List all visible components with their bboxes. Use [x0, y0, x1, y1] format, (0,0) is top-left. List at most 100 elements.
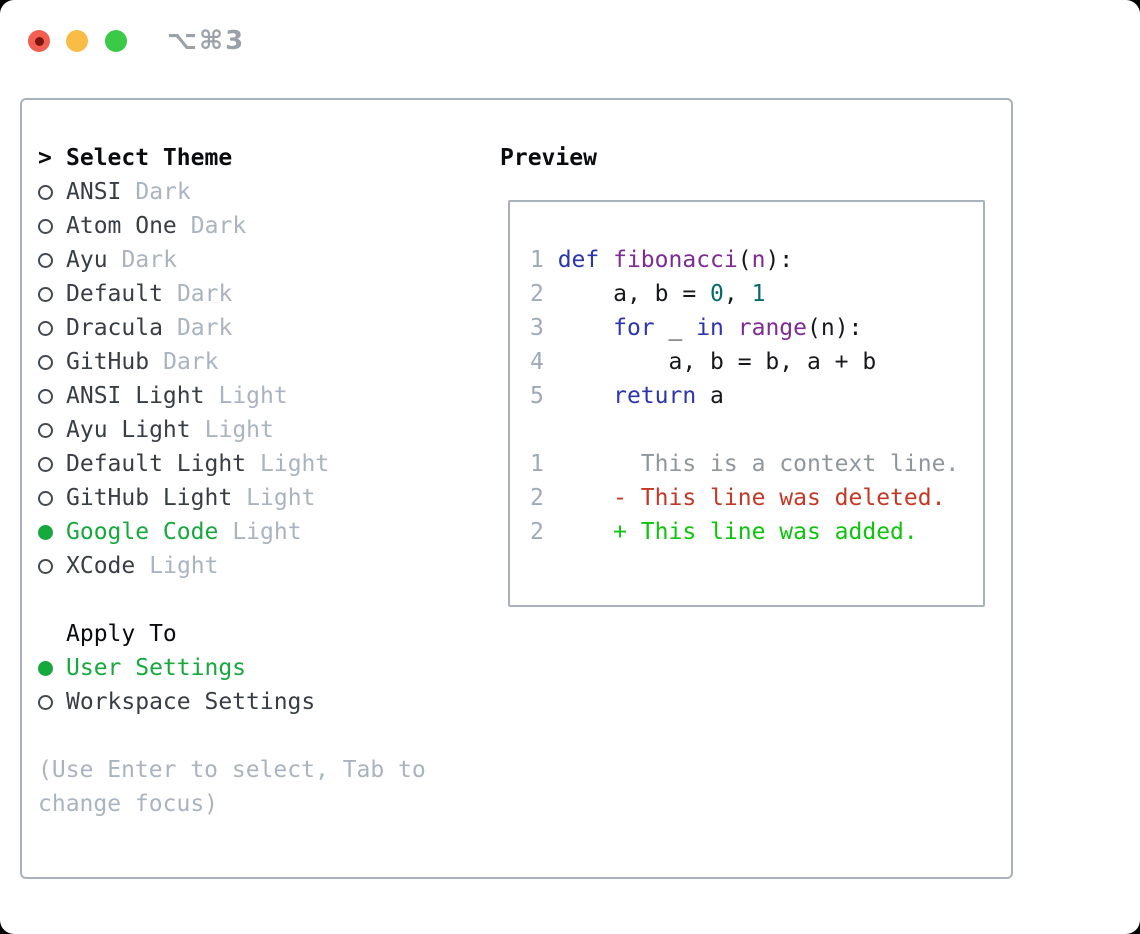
radio-icon — [38, 388, 66, 404]
radio-icon — [38, 456, 66, 472]
option-variant-label: Light — [218, 383, 288, 409]
select-theme-title: Select Theme — [66, 145, 233, 171]
code-segment-number: 1 — [751, 281, 766, 307]
code-segment-keyword: return — [613, 383, 697, 409]
preview-code-line: 4 a, b = b, a + b — [530, 345, 959, 379]
spacer — [38, 719, 426, 753]
code-segment-plain: , — [723, 281, 752, 307]
minimize-button[interactable] — [66, 30, 88, 52]
code-segment-lineno: 4 — [530, 349, 558, 375]
radio-icon — [38, 558, 66, 574]
theme-option-github-light[interactable]: GitHub Light Light — [38, 481, 426, 515]
theme-option-default-light[interactable]: Default Light Light — [38, 447, 426, 481]
code-segment-plain — [724, 315, 738, 341]
radio-selected-icon — [38, 660, 66, 676]
preview-code-line: 2 a, b = 0, 1 — [530, 277, 959, 311]
option-label: Ayu Light — [66, 417, 191, 443]
option-label: Dracula — [66, 315, 163, 341]
code-segment-lineno: 1 — [530, 451, 544, 477]
code-segment-lineno: 2 — [530, 519, 544, 545]
preview-code-line: 3 for _ in range(n): — [530, 311, 959, 345]
code-segment-plain — [544, 519, 613, 545]
code-segment-lineno: 2 — [530, 485, 544, 511]
option-label: Default — [66, 281, 163, 307]
code-segment-deleted: - This line was deleted. — [613, 485, 946, 511]
window-title: ⌥⌘3 — [167, 26, 246, 56]
code-segment-plain: a — [696, 383, 724, 409]
option-label: Atom One — [66, 213, 177, 239]
apply-to-header: Apply To — [38, 617, 426, 651]
code-segment-plain — [558, 383, 613, 409]
code-segment-plain: ( — [737, 247, 752, 273]
option-label: Default Light — [66, 451, 247, 477]
option-variant-label: Light — [246, 485, 316, 511]
option-label: ANSI — [66, 179, 122, 205]
radio-icon — [38, 354, 66, 370]
preview-code-line: 1 def fibonacci(n): — [530, 243, 959, 277]
apply-to-title: Apply To — [66, 621, 177, 647]
code-segment-lineno: 5 — [530, 383, 558, 409]
cursor-marker-icon: > — [38, 145, 52, 171]
code-segment-lineno: 3 — [530, 315, 558, 341]
code-segment-plain: ): — [765, 247, 794, 273]
preview-code-line — [530, 413, 959, 447]
radio-icon — [38, 320, 66, 336]
code-segment-plain: _ — [654, 315, 697, 341]
preview-code-line: 2 + This line was added. — [530, 515, 959, 549]
code-segment-plain — [599, 247, 613, 273]
preview-code-line: 5 return a — [530, 379, 959, 413]
code-segment-plain — [558, 315, 613, 341]
code-segment-plain: a, b = b, a + b — [557, 349, 877, 375]
option-variant-label: Dark — [176, 281, 233, 307]
code-segment-added: + This line was added. — [613, 519, 918, 545]
option-label: GitHub — [66, 349, 150, 375]
option-label: Ayu — [66, 247, 108, 273]
radio-icon — [38, 286, 66, 302]
option-variant-label: Dark — [176, 315, 233, 341]
theme-option-atom-one[interactable]: Atom One Dark — [38, 209, 426, 243]
apply-option-workspace-settings[interactable]: Workspace Settings — [38, 685, 426, 719]
radio-selected-icon — [38, 524, 66, 540]
apply-option-user-settings[interactable]: User Settings — [38, 651, 426, 685]
radio-icon — [38, 218, 66, 234]
radio-icon — [38, 694, 66, 710]
theme-option-ayu[interactable]: Ayu Dark — [38, 243, 426, 277]
theme-option-dracula[interactable]: Dracula Dark — [38, 311, 426, 345]
hint-text-line1: (Use Enter to select, Tab to — [38, 757, 426, 783]
radio-icon — [38, 422, 66, 438]
code-segment-plain: (n): — [807, 315, 863, 341]
preview-code-line: 2 - This line was deleted. — [530, 481, 959, 515]
theme-option-default[interactable]: Default Dark — [38, 277, 426, 311]
option-label: GitHub Light — [66, 485, 233, 511]
close-dot-icon — [34, 36, 44, 46]
code-segment-plain — [544, 485, 613, 511]
code-segment-function: range — [737, 315, 807, 341]
code-segment-keyword: for — [613, 315, 655, 341]
select-theme-header: > Select Theme — [38, 141, 426, 175]
code-segment-number: 0 — [710, 281, 724, 307]
preview-code-line: 1 This is a context line. — [530, 447, 959, 481]
close-button[interactable] — [28, 30, 50, 52]
code-segment-function: fibonacci — [613, 247, 738, 273]
option-variant-label: Dark — [121, 247, 177, 273]
option-label: Google Code — [66, 519, 219, 545]
option-variant-label: Light — [260, 451, 330, 477]
spacer — [38, 583, 426, 617]
preview-title: Preview — [500, 145, 597, 171]
option-label: ANSI Light — [66, 383, 205, 409]
radio-icon — [38, 184, 66, 200]
option-variant-label: Dark — [190, 213, 247, 239]
zoom-button[interactable] — [105, 30, 127, 52]
theme-option-ansi-light[interactable]: ANSI Light Light — [38, 379, 426, 413]
